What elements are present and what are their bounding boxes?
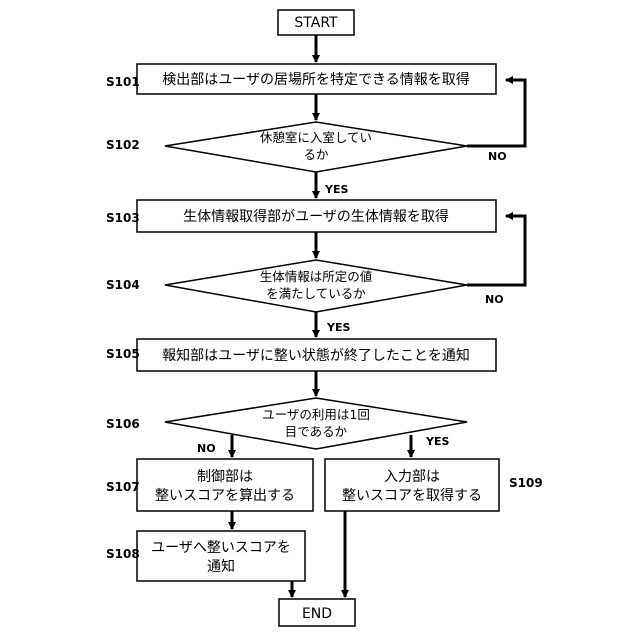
branch-label-s104-no: NO [485, 293, 504, 306]
s108-label-line2: 通知 [207, 558, 235, 575]
s103-label: 生体情報取得部がユーザの生体情報を取得 [183, 208, 449, 225]
s106-label-line1: ユーザの利用は1回 [262, 407, 370, 422]
s107-label-line1: 制御部は [197, 469, 253, 485]
step-label-s102: S102 [106, 138, 140, 152]
branch-label-s104-yes: YES [326, 321, 350, 334]
step-label-s105: S105 [106, 347, 140, 361]
branch-label-s106-yes: YES [425, 435, 449, 448]
shapes [137, 10, 499, 626]
s102-label-line1: 休憩室に入室してい [260, 130, 372, 145]
step-label-s108: S108 [106, 547, 140, 561]
end-label: END [302, 606, 332, 622]
step-label-s103: S103 [106, 211, 140, 225]
step-label-s109: S109 [509, 476, 543, 490]
step-label-s107: S107 [106, 480, 140, 494]
start-label: START [294, 15, 338, 31]
step-label-s101: S101 [106, 75, 140, 89]
branch-label-s102-yes: YES [324, 183, 348, 196]
s109-label-line2: 整いスコアを取得する [342, 487, 482, 504]
connectors [232, 35, 525, 597]
branch-label-s106-no: NO [197, 442, 216, 455]
s105-label: 報知部はユーザに整い状態が終了したことを通知 [162, 347, 470, 364]
branch-label-s102-no: NO [488, 150, 507, 163]
s104-label-line2: を満たしているか [266, 286, 366, 301]
s109-label-line1: 入力部は [384, 469, 440, 485]
s104-label-line1: 生体情報は所定の値 [260, 269, 373, 284]
s107-label-line2: 整いスコアを算出する [155, 488, 295, 504]
step-label-s104: S104 [106, 278, 140, 292]
step-label-s106: S106 [106, 417, 140, 431]
s108-label-line1: ユーザへ整いスコアを [151, 540, 291, 556]
s102-label-line2: るか [303, 147, 329, 162]
s106-label-line2: 目であるか [285, 424, 348, 439]
s101-label: 検出部はユーザの居場所を特定できる情報を取得 [162, 71, 469, 88]
